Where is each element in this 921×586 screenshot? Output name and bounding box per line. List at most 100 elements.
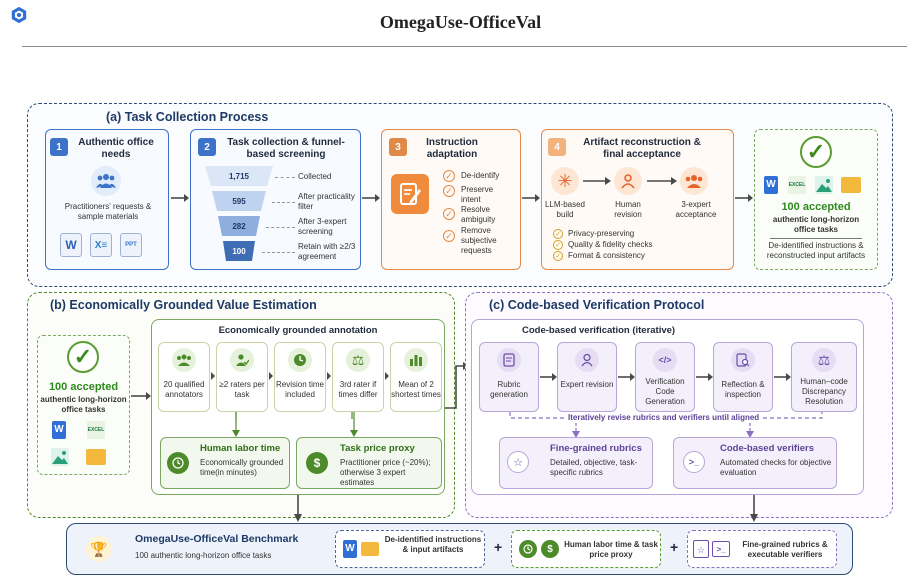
rubrics-desc: Detailed, objective, task-specific rubri… (550, 458, 638, 477)
ppt-doc-icon: PPT (120, 233, 142, 257)
accepted-count-a: 100 accepted (781, 201, 851, 213)
bar-chart-icon (404, 348, 428, 372)
funnel-value-1: 1,715 (228, 172, 250, 181)
step3-title: Instruction adaptation (426, 137, 478, 160)
labor-clock-icon (167, 452, 189, 474)
bench-plus-1: + (494, 539, 503, 555)
ann-down-arrows (232, 412, 358, 437)
arrow-b1 (131, 392, 151, 400)
step1-number: 1 (50, 138, 68, 156)
ann-step-3-label: Revision time included (275, 380, 324, 399)
bench-item-2-label: Human labor time & task price proxy (564, 540, 658, 559)
adapt-item-4: Remove subjective requests (461, 226, 497, 255)
edit-document-icon (391, 174, 429, 214)
funnel-value-2: 595 (232, 197, 246, 206)
trophy-icon: 🏆 (86, 536, 112, 562)
accepted-note-a: De-identified instructions & reconstruct… (766, 241, 866, 260)
expert-icon (575, 348, 599, 372)
section-c-header: (c) Code-based Verification Protocol (489, 298, 705, 312)
iteration-note: Iteratively revise rubrics and verifiers… (565, 413, 763, 422)
header-divider (22, 46, 907, 47)
check-icon-1: ✓ (443, 170, 455, 182)
arrow-a3 (522, 194, 540, 202)
green-check-icon-b: ✓ (67, 341, 99, 373)
step4-card (541, 129, 734, 270)
accepted-divider-a (770, 238, 862, 239)
section-b-header: (b) Economically Grounded Value Estimati… (50, 298, 317, 312)
funnel-value-4: 100 (232, 247, 246, 256)
person-revision-icon (614, 167, 642, 195)
check-icon-3: ✓ (443, 208, 455, 220)
rubrics-title: Fine-grained rubrics (550, 443, 642, 454)
adapt-item-2: Preserve intent (461, 185, 494, 204)
shield-check-icon-3: ✓ (553, 251, 563, 261)
bench-dollar-icon: $ (541, 540, 559, 558)
shield-check-icon-2: ✓ (553, 240, 563, 250)
node-llm-label: LLM-based build (544, 200, 586, 219)
dollar-icon: $ (306, 452, 328, 474)
benchmark-title: OmegaUse-OfficeVal Benchmark (135, 533, 299, 545)
bench-plus-2: + (670, 539, 679, 555)
funnel-label-4: Retain with ≥2/3 agreement (298, 242, 356, 261)
verify-step-2-label: Expert revision (560, 380, 614, 389)
adapt-item-1: De-identify (461, 171, 500, 180)
excel-icon-b: EXCEL (87, 421, 105, 439)
ann-step-4-label: 3rd rater if times differ (338, 380, 378, 399)
bench-word-icon: W (343, 540, 357, 558)
inspect-icon (731, 348, 755, 372)
ann-step-5 (390, 342, 442, 412)
funnel-shape (205, 166, 273, 261)
logo-icon (11, 6, 27, 24)
labor-time-desc: Economically grounded time(in minutes) (200, 458, 284, 477)
accepted-desc-a: authentic long-horizon office tasks (772, 215, 860, 234)
bench-rubric-icon: ☆ (693, 540, 709, 558)
scale-icon: ⚖ (346, 348, 370, 372)
artifact-check-3: Format & consistency (568, 251, 645, 260)
arrow-a4b (647, 177, 677, 185)
step1-caption: Practitioners' requests & sample materia… (64, 202, 152, 221)
funnel-leader-3 (266, 227, 295, 228)
check-icon-4: ✓ (443, 230, 455, 242)
artifact-check-1: Privacy-preserving (568, 229, 635, 238)
raters-icon (230, 348, 254, 372)
folder-icon-b (86, 449, 106, 465)
excel-icon-a: EXCEL (788, 176, 806, 194)
step1-title: Authentic office needs (78, 137, 154, 160)
code-icon: </> (653, 348, 677, 372)
connector-c-to-bench (750, 495, 758, 522)
arrow-a5 (735, 194, 753, 202)
connector-b-to-bench (294, 495, 302, 522)
step2-title: Task collection & funnel-based screening (227, 137, 345, 160)
verifiers-desc: Automated checks for objective evaluatio… (720, 458, 832, 477)
adapt-item-3: Resolve ambiguity (461, 205, 496, 224)
funnel-label-3: After 3-expert screening (298, 217, 347, 236)
arrow-a4a (583, 177, 611, 185)
ann-step-1-label: 20 qualified annotators (163, 380, 205, 399)
funnel-leader-2 (272, 202, 295, 203)
verifiers-box (673, 437, 837, 489)
bench-clock-icon (519, 540, 537, 558)
funnel-label-1: Collected (298, 172, 332, 181)
step3-number: 3 (389, 138, 407, 156)
word-icon-a: W (764, 176, 778, 194)
annotators-icon (172, 348, 196, 372)
node-experts-label: 3-expert acceptance (675, 200, 717, 219)
funnel-value-3: 282 (232, 222, 246, 231)
bench-item-1-label: De-identified instructions & input artif… (384, 535, 482, 554)
verify-arrows (540, 373, 791, 381)
folder-icon-a (841, 177, 861, 193)
llm-icon: ✳ (551, 167, 579, 195)
rubric-star-icon: ☆ (507, 451, 529, 473)
image-icon-a (815, 176, 833, 194)
image-icon-b (51, 448, 69, 466)
excel-doc-icon: X≡ (90, 233, 112, 257)
funnel-leader-4 (262, 252, 295, 253)
verify-step-5-label: Human–code Discrepancy Resolution (800, 377, 848, 406)
node-human-label: Human revision (614, 200, 642, 219)
funnel-label-2: After practicality filter (298, 192, 355, 211)
terminal-icon: >_ (683, 451, 705, 473)
experts-icon (680, 167, 708, 195)
task-price-title: Task price proxy (340, 443, 415, 454)
people-icon (91, 166, 121, 196)
bench-item-3-label: Fine-grained rubrics & executable verifi… (742, 540, 828, 559)
